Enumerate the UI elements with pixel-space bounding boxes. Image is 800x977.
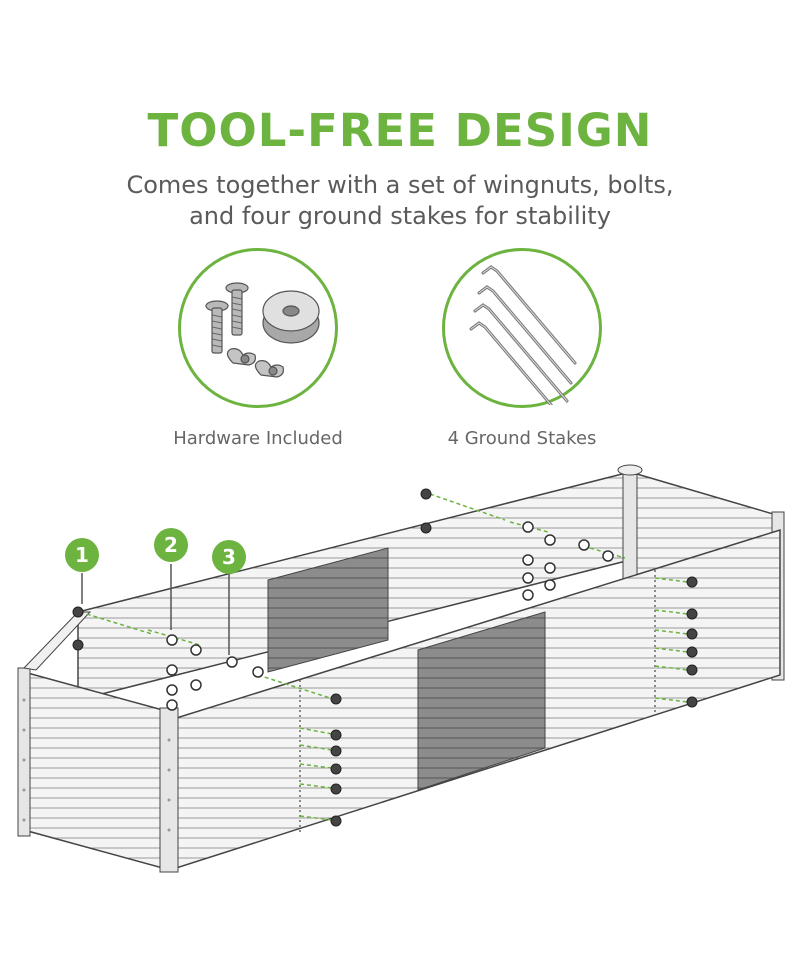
front-wall bbox=[169, 528, 781, 872]
page-subtitle: Comes together with a set of wingnuts, b… bbox=[0, 170, 800, 232]
hardware-icon bbox=[205, 282, 320, 378]
step-badge-1: 1 bbox=[65, 538, 99, 572]
subtitle-line-2: and four ground stakes for stability bbox=[189, 202, 611, 230]
hardware-caption: Hardware Included bbox=[173, 428, 343, 449]
subtitle-line-1: Comes together with a set of wingnuts, b… bbox=[126, 171, 674, 199]
left-wall bbox=[17, 611, 179, 873]
step-pointers bbox=[81, 564, 230, 655]
page-title: TOOL-FREE DESIGN bbox=[147, 104, 653, 157]
stakes-icon bbox=[469, 265, 577, 405]
step-badge-2: 2 bbox=[154, 528, 188, 562]
back-wall bbox=[77, 471, 631, 701]
hardware-circle bbox=[178, 248, 338, 408]
right-wall bbox=[622, 467, 785, 681]
stakes-caption: 4 Ground Stakes bbox=[447, 428, 597, 449]
stakes-circle bbox=[442, 248, 602, 408]
step-badge-3: 3 bbox=[212, 540, 246, 574]
